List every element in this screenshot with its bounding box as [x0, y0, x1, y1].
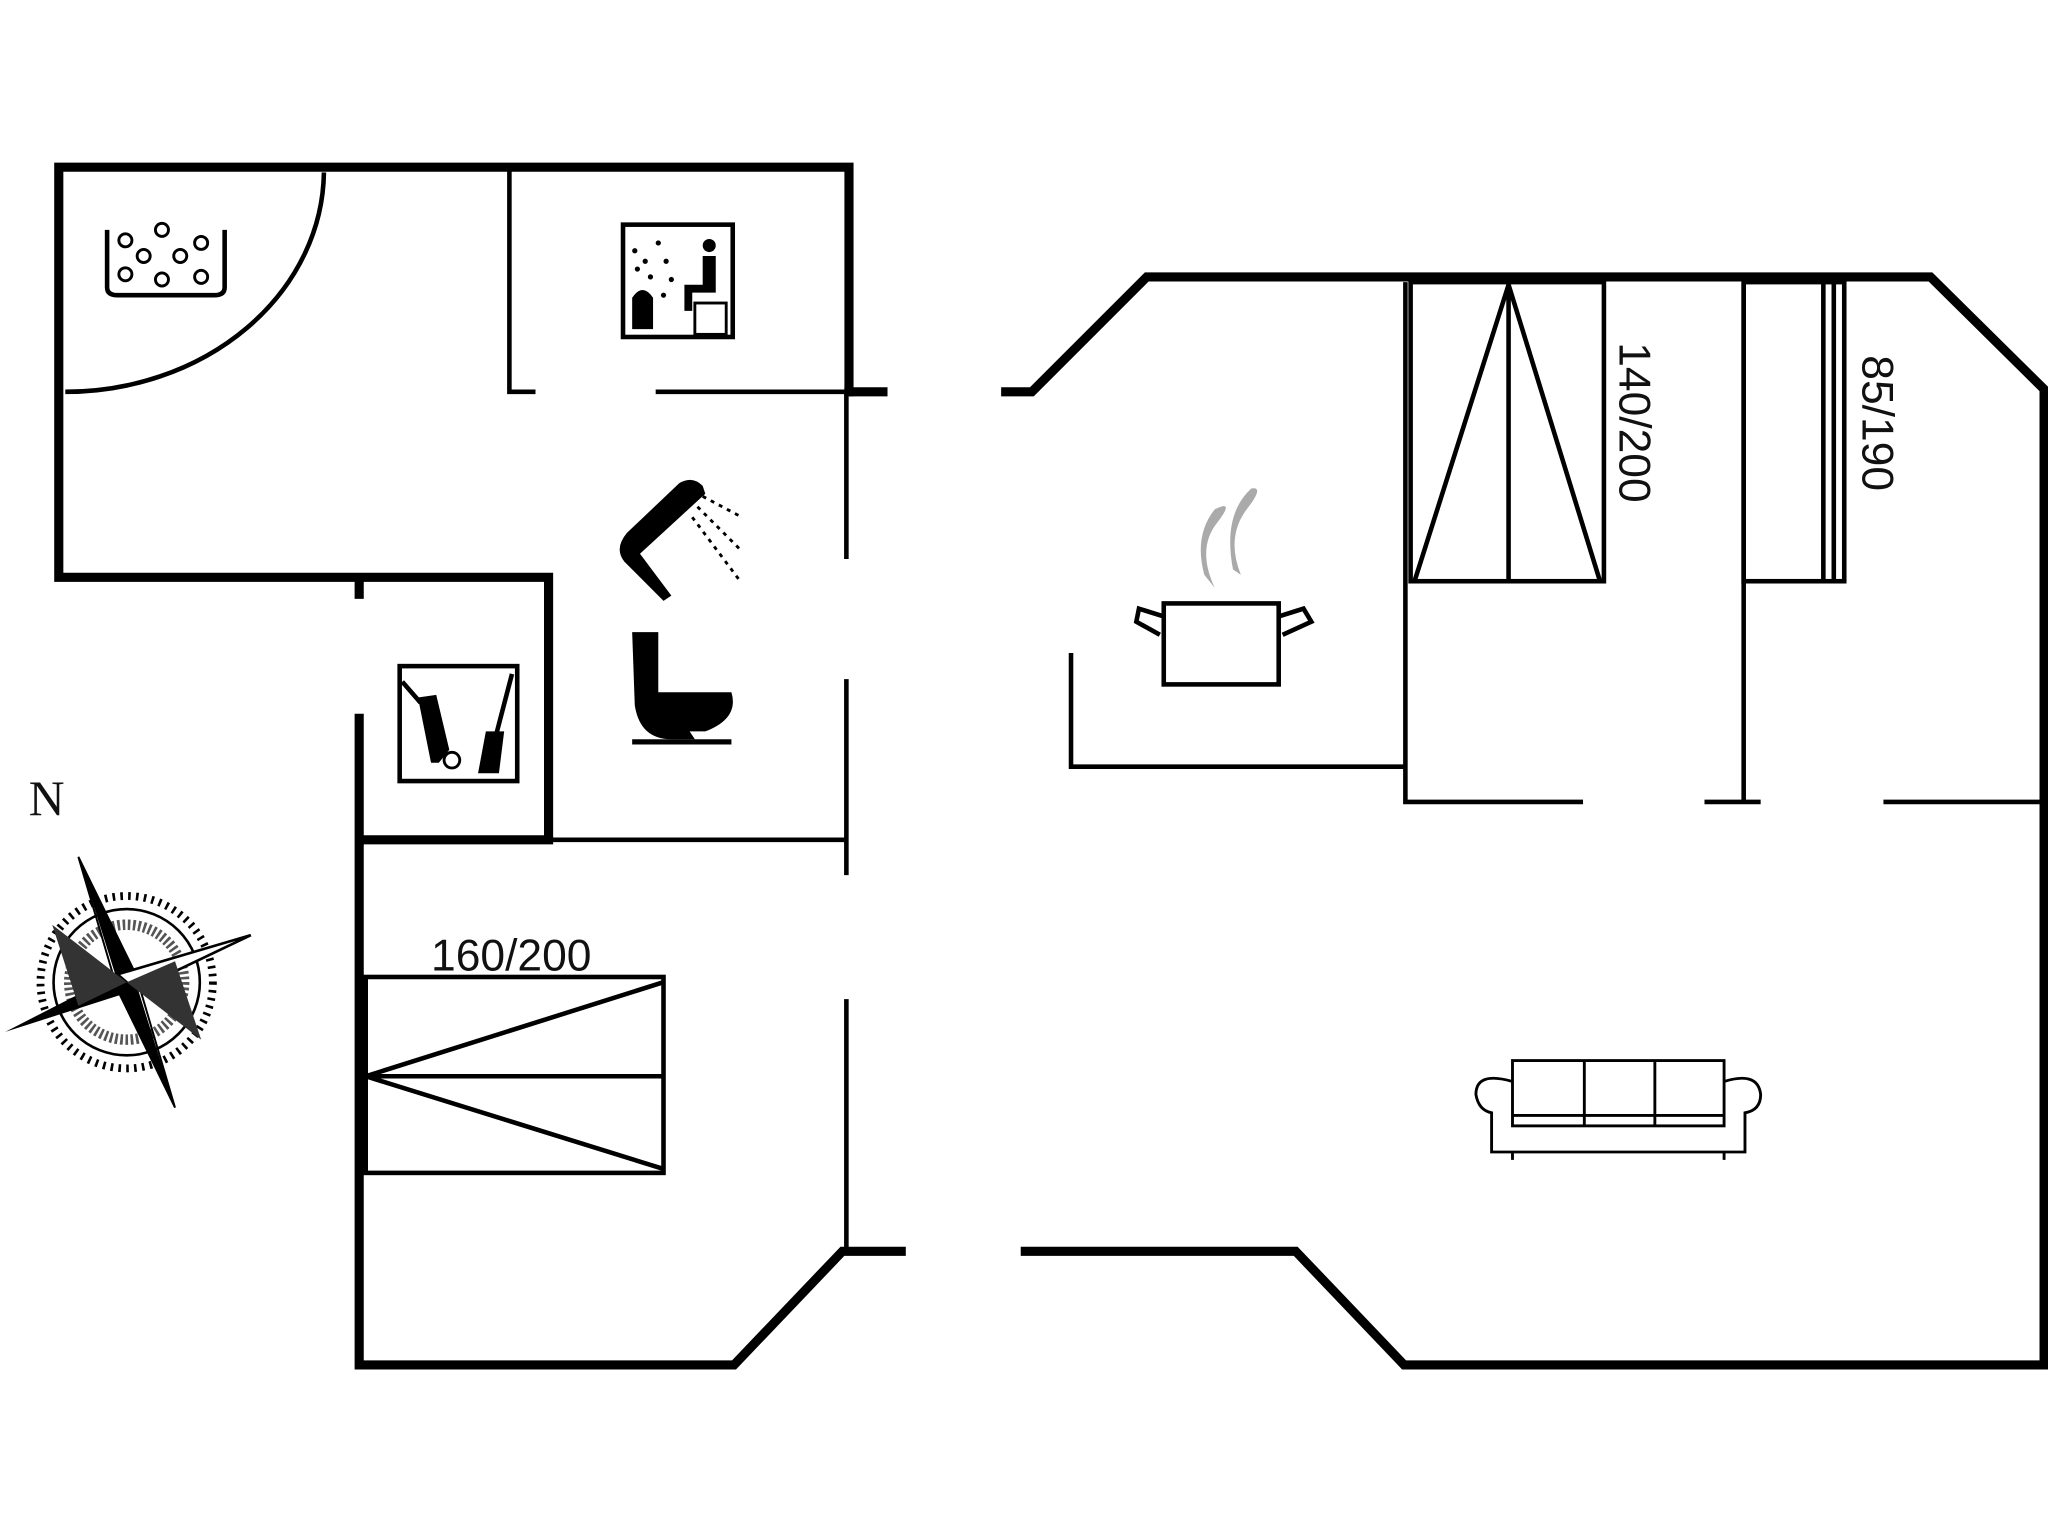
bed-size-label-160-200: 160/200: [431, 931, 591, 980]
bed-size-label-140-200: 140/200: [1610, 342, 1659, 502]
double-bed-right: [1408, 277, 1607, 584]
sauna-icon: [620, 222, 736, 340]
double-bed-left: [363, 974, 666, 1176]
toilet-icon: [632, 632, 733, 745]
walls-left-block: [54, 162, 906, 1370]
bed-size-label-85-190: 85/190: [1853, 355, 1902, 491]
compass-rose-icon: [5, 856, 252, 1109]
kitchen-pot-icon: [1133, 488, 1315, 687]
utility-room-icon: [397, 663, 520, 784]
shower-icon: [619, 479, 743, 601]
compass-north-label: N: [29, 771, 65, 826]
whirlpool-icon: [104, 221, 227, 298]
single-bed: [1741, 279, 1847, 584]
door-swing-arc: [65, 172, 327, 395]
sofa-icon: [1474, 1059, 1763, 1160]
